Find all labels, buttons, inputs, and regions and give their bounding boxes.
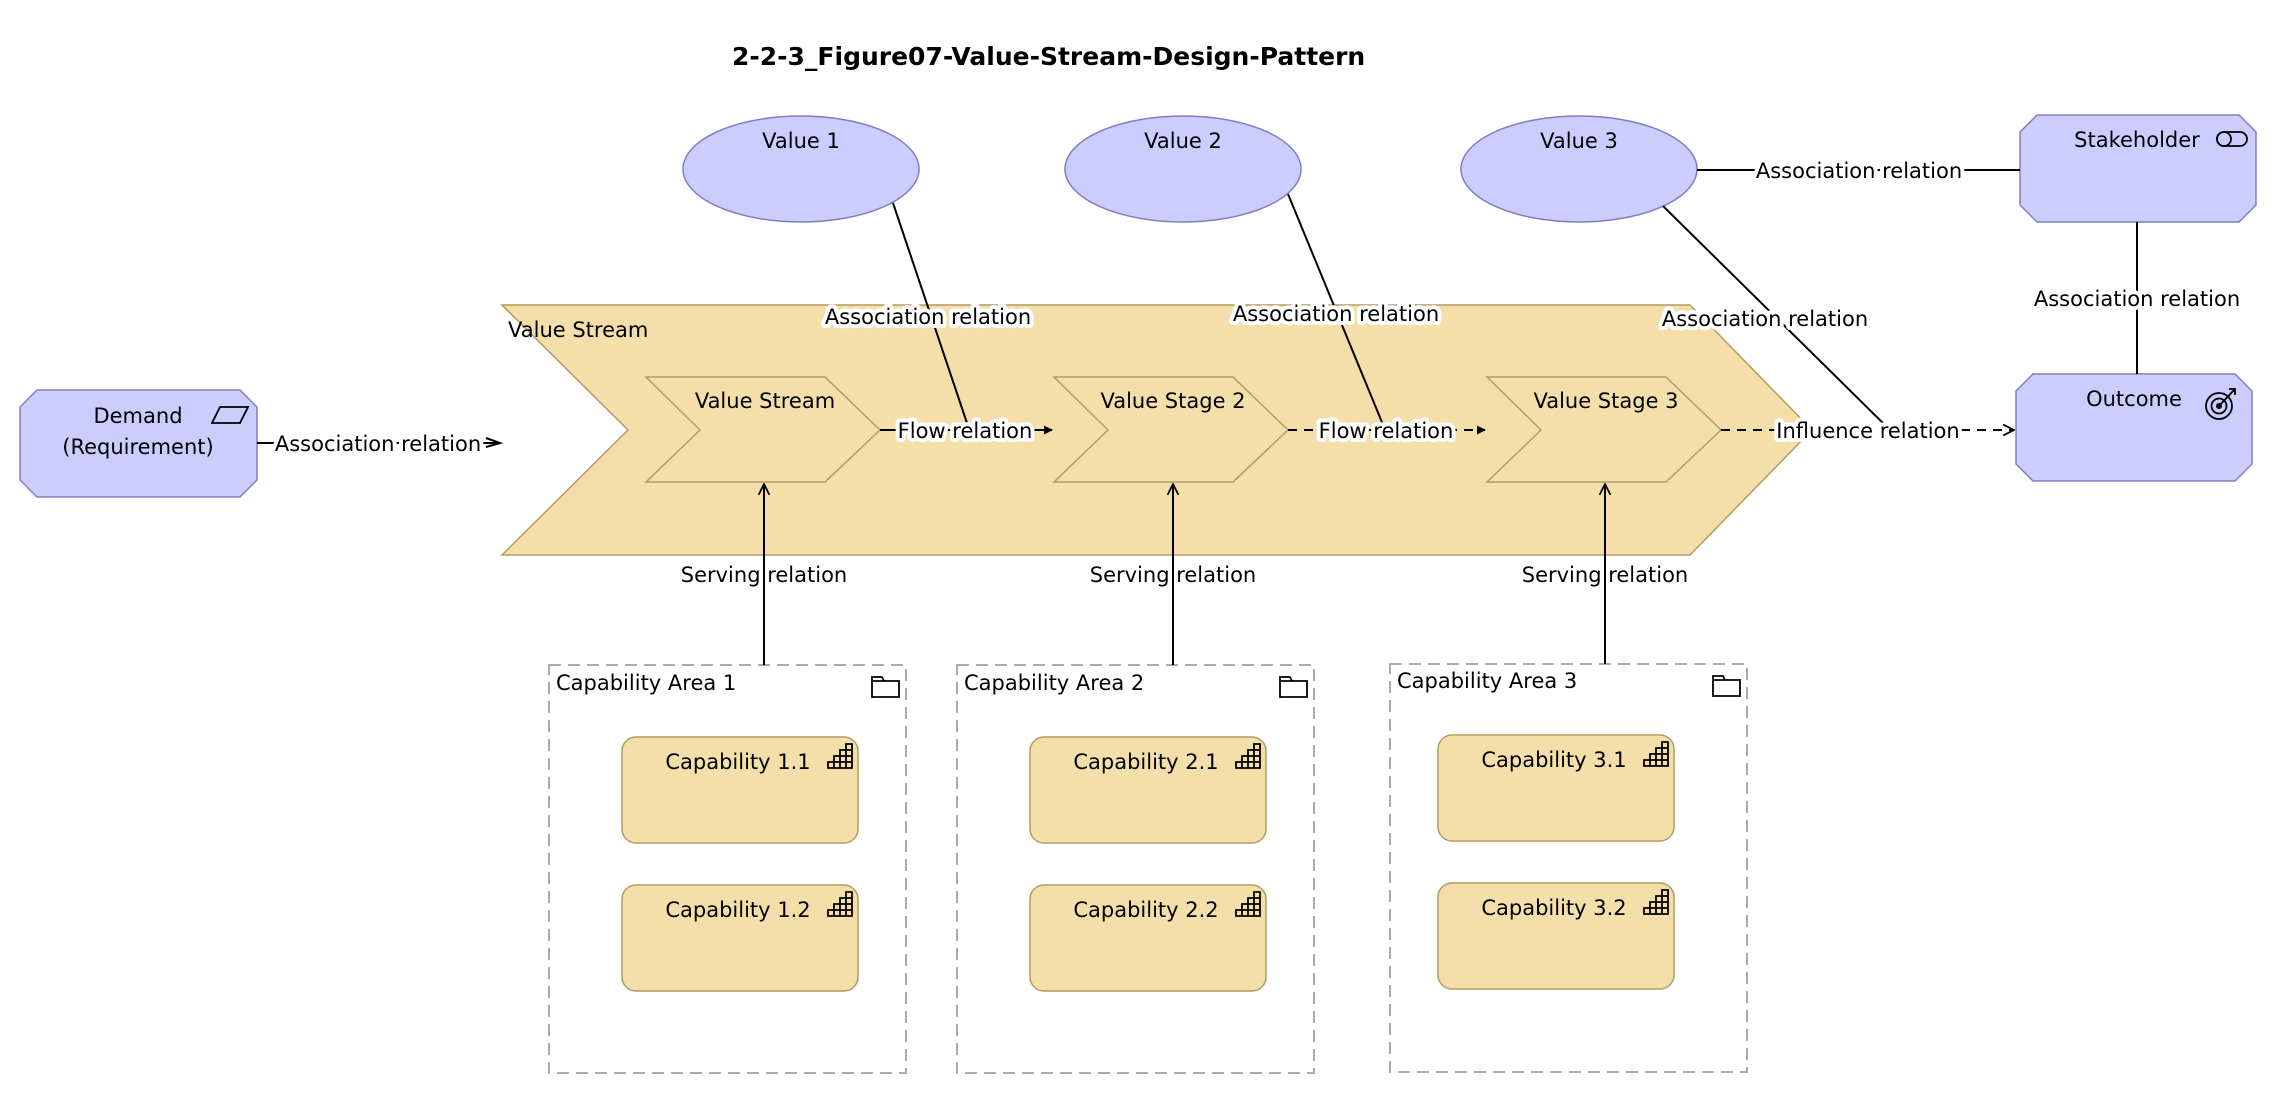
value-1-label: Value 1 [762,129,840,153]
influence-relation-label: Influence relation [1776,419,1959,443]
value-stage-3-label: Value Stage 3 [1533,389,1678,413]
outcome[interactable]: Outcome [2015,373,2253,482]
flow-relation-2-label: Flow relation [1319,419,1454,443]
stakeholder-label: Stakeholder [2074,128,2200,152]
serving-relation-3-label: Serving relation [1522,563,1688,587]
value-stage-1-label: Value Stream [695,389,835,413]
requirement-icon [210,406,250,424]
capability-2-1[interactable]: Capability 2.1 [1029,736,1267,844]
capability-1-2-label: Capability 1.2 [665,898,810,922]
association-demand-valuestream[interactable] [257,437,504,448]
capability-stairs-icon [1235,891,1261,917]
flow-relation-1-label: Flow relation [898,419,1033,443]
capability-area-3[interactable]: Capability Area 3 [1389,663,1748,1073]
demand-label-line2: (Requirement) [62,435,213,459]
stakeholder[interactable]: Stakeholder [2019,114,2257,223]
serving-relation-1-label: Serving relation [681,563,847,587]
capability-stairs-icon [1643,889,1669,915]
diagram-title: 2-2-3_Figure07-Value-Stream-Design-Patte… [732,42,1365,71]
value-stage-2[interactable]: Value Stage 2 [1052,376,1290,483]
capability-1-2[interactable]: Capability 1.2 [621,884,859,992]
association-stakeholder-outcome-label: Association relation [2034,287,2240,311]
capability-stairs-icon [827,743,853,769]
value-stage-2-label: Value Stage 2 [1100,389,1245,413]
outcome-target-icon [2205,388,2236,420]
capability-2-2-label: Capability 2.2 [1073,898,1218,922]
folder-icon [1279,676,1308,698]
association-value1-label: Association relation [825,305,1031,329]
association-value3-stage3[interactable] [1662,205,1889,429]
value-stream-container-label: Value Stream [508,318,648,342]
capability-area-1-label: Capability Area 1 [556,671,736,695]
outcome-label: Outcome [2086,387,2182,411]
value-2[interactable]: Value 2 [1064,115,1302,223]
association-value3-label: Association relation [1662,307,1868,331]
capability-area-2[interactable]: Capability Area 2 [956,664,1315,1074]
capability-area-3-label: Capability Area 3 [1397,669,1577,693]
capability-2-1-label: Capability 2.1 [1073,750,1218,774]
association-value2-stage2[interactable] [1287,193,1387,433]
demand-label-line1: Demand [93,404,182,428]
association-demand-label: Association relation [275,432,481,456]
value-1[interactable]: Value 1 [682,115,920,223]
capability-area-2-label: Capability Area 2 [964,671,1144,695]
value-3[interactable]: Value 3 [1460,115,1698,223]
value-stage-3[interactable]: Value Stage 3 [1485,376,1723,483]
value-2-label: Value 2 [1144,129,1222,153]
association-value2-label: Association relation [1233,302,1439,326]
folder-icon [871,676,900,698]
serving-relation-2-label: Serving relation [1090,563,1256,587]
capability-stairs-icon [1235,743,1261,769]
capability-2-2[interactable]: Capability 2.2 [1029,884,1267,992]
capability-3-1[interactable]: Capability 3.1 [1437,734,1675,842]
folder-icon [1712,675,1741,697]
capability-1-1-label: Capability 1.1 [665,750,810,774]
capability-area-1[interactable]: Capability Area 1 [548,664,907,1074]
capability-1-1[interactable]: Capability 1.1 [621,736,859,844]
stakeholder-icon [2216,131,2248,147]
value-stage-1[interactable]: Value Stream [644,376,882,483]
association-value1-stream[interactable] [892,202,971,433]
capability-3-2[interactable]: Capability 3.2 [1437,882,1675,990]
association-stakeholder-value3-label: Association relation [1756,159,1962,183]
capability-stairs-icon [1643,741,1669,767]
value-3-label: Value 3 [1540,129,1618,153]
demand-requirement[interactable]: Demand (Requirement) [19,389,258,498]
capability-3-1-label: Capability 3.1 [1481,748,1626,772]
capability-3-2-label: Capability 3.2 [1481,896,1626,920]
capability-stairs-icon [827,891,853,917]
